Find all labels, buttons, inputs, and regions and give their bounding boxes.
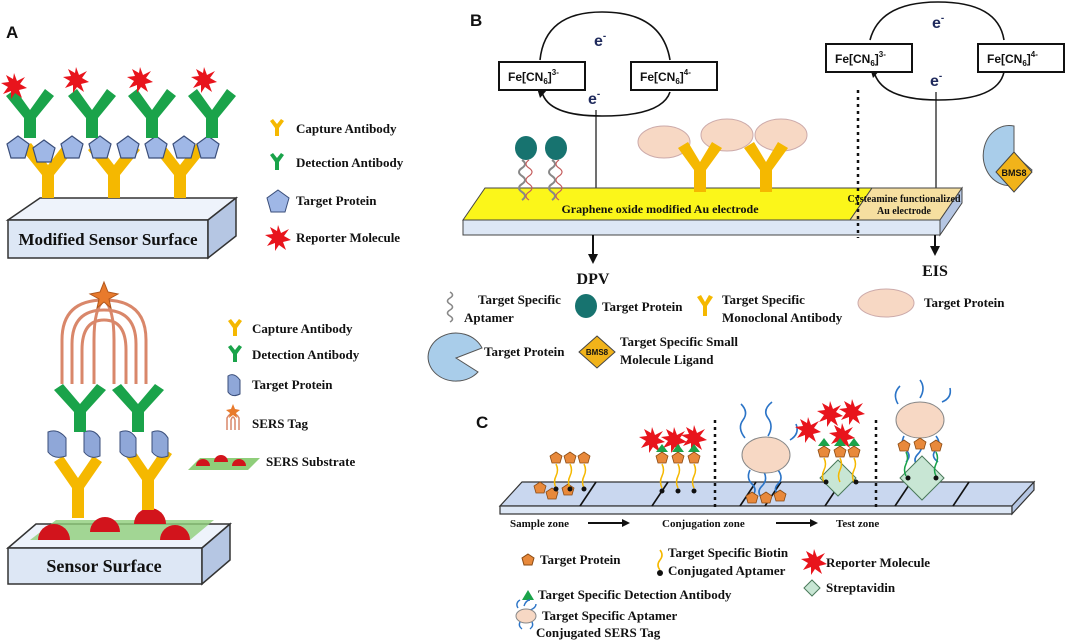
teal-protein-icon [575, 294, 597, 318]
svg-text:e-: e- [588, 89, 600, 108]
modified-sensor-surface: Modified Sensor Surface [5, 196, 239, 260]
sers-tag-arches [60, 298, 148, 384]
pacman-protein-icon [427, 332, 483, 382]
legend-mab-1: Target Specific [722, 292, 805, 307]
target-protein-pentagon-icon [521, 553, 535, 566]
legend-reporter-molecule: Reporter Molecule [296, 230, 400, 245]
legend-c: Target Protein Target Specific Biotin Co… [515, 545, 930, 640]
capture-antibody-icon [270, 119, 284, 136]
svg-text:Fe[CN6]4-: Fe[CN6]4- [640, 68, 691, 86]
legend-target-protein: Target Protein [296, 193, 377, 208]
svg-text:e-: e- [930, 71, 942, 90]
zone-labels: Sample zone Conjugation zone Test zone [510, 518, 879, 530]
svg-text:Fe[CN6]4-: Fe[CN6]4- [987, 50, 1038, 68]
legend-detection-antibody: Detection Antibody [296, 155, 404, 170]
electrode-right-label-1: Cysteamine functionalized [847, 194, 960, 205]
legend-c-sers-2: Conjugated SERS Tag [536, 625, 661, 640]
sensor-surface-label: Sensor Surface [46, 556, 161, 576]
sers-substrate-icon [188, 455, 260, 470]
antibody-probes-b [637, 118, 808, 192]
detection-antibody-icon [228, 345, 242, 362]
small-molecule-probe-b: BMS8 [982, 125, 1033, 193]
bms8-legend-label: BMS8 [586, 348, 609, 357]
legend-capture-antibody: Capture Antibody [296, 121, 397, 136]
legend-protein-peach: Target Protein [924, 295, 1005, 310]
detection-antibodies-bottom [54, 384, 164, 432]
legend-protein-teal: Target Protein [602, 299, 683, 314]
svg-text:Fe[CN6]3-: Fe[CN6]3- [835, 50, 886, 68]
test-zone-content [795, 379, 952, 501]
redox-cycle-left: Fe[CN6]3- Fe[CN6]4- e- e- [498, 11, 718, 204]
legend-mab-2: Monoclonal Antibody [722, 310, 843, 325]
detection-antibody-green-icon [522, 590, 534, 600]
svg-text:e-: e- [594, 31, 606, 50]
legend-sers-substrate: SERS Substrate [266, 454, 355, 469]
svg-text:e-: e- [932, 13, 944, 32]
legend-small-molecule-1: Target Specific Small [620, 334, 738, 349]
readout-arrows-b [588, 235, 940, 264]
svg-text:Fe[CN6]3-: Fe[CN6]3- [508, 68, 559, 86]
legend-c-streptavidin: Streptavidin [826, 580, 896, 595]
legend-a-bottom: Capture Antibody Detection Antibody Targ… [188, 319, 360, 470]
reporter-molecule-icon [265, 225, 291, 251]
streptavidin-icon [803, 579, 821, 597]
sers-tag-star [88, 280, 120, 310]
zone-sample: Sample zone [510, 518, 569, 530]
target-protein-cylinder-icon [227, 374, 241, 397]
target-proteins-bottom [47, 430, 169, 458]
zone-test: Test zone [836, 518, 879, 530]
legend-detection-antibody-b: Detection Antibody [252, 347, 360, 362]
biotin-aptamer-icon [657, 549, 663, 576]
legend-b: Target Specific Aptamer Target Protein T… [427, 288, 1005, 382]
sers-substrate [30, 508, 214, 540]
legend-aptamer-2: Aptamer [464, 310, 514, 325]
sers-tag-icon [226, 404, 240, 430]
peach-protein-icon [857, 288, 915, 318]
capture-antibody-icon [228, 319, 242, 336]
legend-sers-tag: SERS Tag [252, 416, 309, 431]
target-protein-row-top [6, 135, 220, 163]
electrode-left-label: Graphene oxide modified Au electrode [561, 202, 759, 216]
method-dpv: DPV [577, 271, 610, 288]
legend-target-protein-b: Target Protein [252, 377, 333, 392]
legend-small-molecule-2: Molecule Ligand [620, 352, 714, 367]
capture-antibodies-bottom [54, 448, 172, 518]
detection-antibody-icon [270, 153, 284, 170]
aptamer-probes-b [515, 136, 567, 201]
conjugation-zone-content [639, 401, 798, 504]
aptamer-icon [446, 291, 454, 323]
target-protein-icon [266, 189, 290, 213]
legend-c-detection: Target Specific Detection Antibody [538, 587, 732, 602]
bms8-diamond-icon [578, 335, 616, 369]
sample-zone-content [533, 451, 591, 500]
mab-icon [697, 295, 713, 316]
legend-capture-antibody-b: Capture Antibody [252, 321, 353, 336]
legend-a-top: Capture Antibody Detection Antibody Targ… [265, 119, 404, 251]
legend-c-target-protein: Target Protein [540, 552, 621, 567]
redox-cycle-right: Fe[CN6]3- Fe[CN6]4- e- e- [825, 1, 1065, 204]
legend-c-biotin-1: Target Specific Biotin [668, 545, 789, 560]
panel-b-label: B [470, 11, 482, 30]
legend-c-reporter: Reporter Molecule [826, 555, 930, 570]
method-eis: EIS [922, 263, 948, 280]
bms8-label-b: BMS8 [1001, 168, 1026, 178]
legend-c-biotin-2: Conjugated Aptamer [668, 563, 786, 578]
panel-a-label: A [6, 23, 18, 42]
detection-antibody-group-top [6, 89, 236, 138]
electrode-right-label-2: Au electrode [877, 206, 932, 217]
electrode-strip-b: Graphene oxide modified Au electrode Cys… [462, 186, 963, 237]
legend-protein-pacman: Target Protein [484, 344, 565, 359]
sers-tag-aptamer-icon [515, 599, 537, 630]
reporter-star-icon [801, 549, 827, 575]
legend-aptamer-1: Target Specific [478, 292, 561, 307]
legend-c-sers-1: Target Specific Aptamer [542, 608, 677, 623]
modified-sensor-surface-label: Modified Sensor Surface [18, 230, 198, 249]
panel-c-label: C [476, 413, 488, 432]
zone-conjugation: Conjugation zone [662, 518, 745, 530]
